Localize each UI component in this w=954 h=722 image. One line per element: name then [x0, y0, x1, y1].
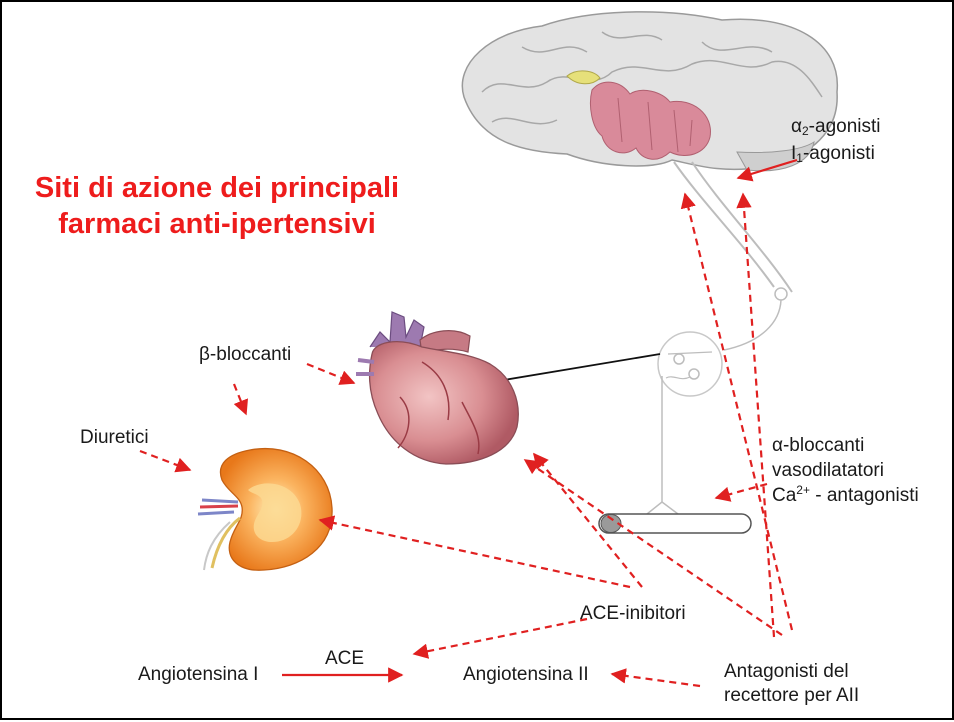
title-line-1: Siti di azione dei principali: [32, 170, 402, 206]
label-ca-antagonists: Ca2+ - antagonisti: [772, 484, 919, 509]
label-ace-inhibitors: ACE-inibitori: [580, 602, 686, 626]
blood-vessel-illustration: [599, 514, 751, 533]
arrow-beta-to-kidney: [234, 384, 246, 414]
spinal-cord-illustration: [674, 162, 792, 350]
kidney-illustration: [198, 449, 332, 571]
label-angiotensin-1: Angiotensina I: [138, 663, 258, 687]
ganglion-illustration: [647, 332, 722, 514]
arrow-aceinh-to-ace: [414, 619, 587, 654]
brain-illustration: [462, 12, 837, 171]
title-line-2: farmaci anti-ipertensivi: [32, 206, 402, 242]
label-diuretics: Diuretici: [80, 426, 149, 450]
label-i1-agonists: I1-agonisti: [791, 142, 875, 167]
label-ace: ACE: [325, 647, 364, 671]
label-vasodilators: vasodilatatori: [772, 459, 884, 483]
arrow-aceinh-to-kidney: [320, 520, 630, 587]
arrow-diuretics-to-kidney: [140, 451, 190, 470]
heart-illustration: [356, 312, 518, 464]
label-alpha2-agonists: α2-agonisti: [791, 115, 881, 140]
label-at2-antagonists-line1: Antagonisti del: [724, 660, 849, 684]
arrow-beta-to-heart: [307, 364, 354, 383]
arrow-at2-to-ang2: [612, 674, 700, 686]
arrow-at2-to-brain: [685, 194, 792, 630]
label-alpha-blockers: α-bloccanti: [772, 434, 864, 458]
label-angiotensin-2: Angiotensina II: [463, 663, 589, 687]
label-at2-antagonists-line2: recettore per AII: [724, 684, 859, 708]
label-beta-blockers: β-bloccanti: [199, 343, 291, 367]
page-title: Siti di azione dei principali farmaci an…: [32, 170, 402, 242]
